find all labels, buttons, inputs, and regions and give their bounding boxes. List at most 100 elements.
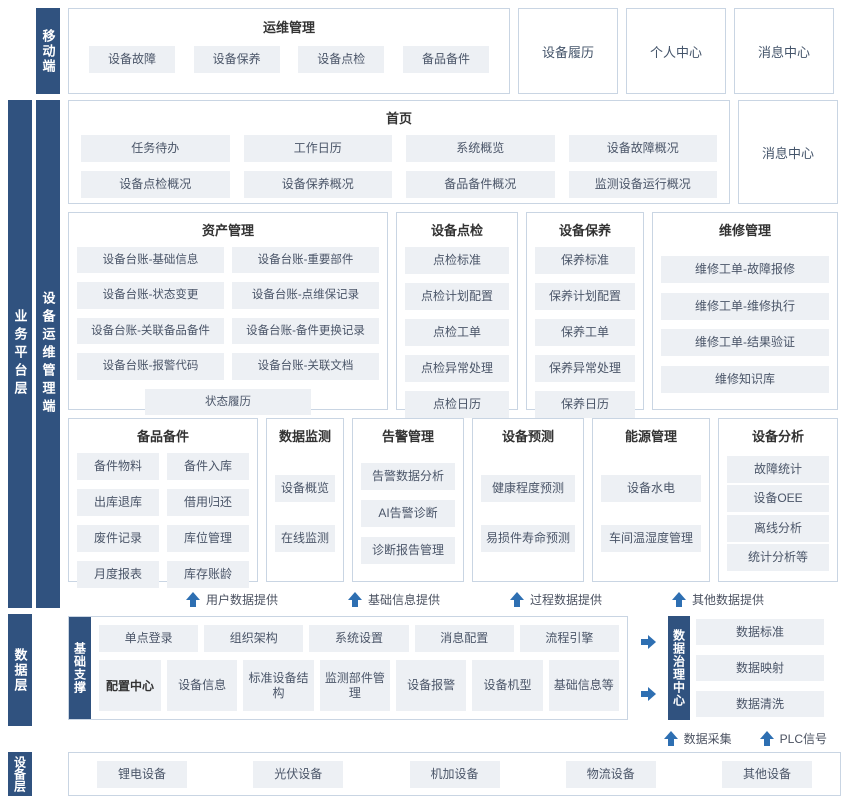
module-item: 设备保养 <box>193 46 280 73</box>
module-item: 月度报表 <box>77 561 159 588</box>
flow-label: PLC信号 <box>779 731 827 746</box>
module-item: 设备保养概况 <box>243 171 392 198</box>
module-item: 设备台账-状态变更 <box>77 282 224 309</box>
section-data-governance: 数据治理中心 数据标准数据映射数据清洗 <box>668 616 824 720</box>
mobile-standalone-boxes: 设备履历个人中心消息中心 <box>518 8 834 94</box>
flow-plc-signal: PLC信号 <box>759 730 827 747</box>
section-title: 能源管理 <box>624 429 677 444</box>
module-item: 在线监测 <box>275 524 335 552</box>
module-item: 设备台账-报警代码 <box>77 353 224 380</box>
data-band: 数据层 基础支撑 单点登录组织架构系统设置消息配置流程引擎 配置中心 设备信息标… <box>8 614 841 726</box>
module-item: 保养标准 <box>535 247 635 274</box>
module-item: 任务待办 <box>81 135 230 162</box>
mobile-band: 移动端 运维管理 设备故障设备保养设备点检备品备件 设备履历个人中心消息中心 <box>8 8 841 94</box>
module-item: 维修工单-维修执行 <box>661 292 829 320</box>
module-item: 维修工单-结果验证 <box>661 329 829 357</box>
governance-label: 数据治理中心 <box>668 616 690 720</box>
layer-label-data: 数据层 <box>8 614 32 726</box>
module-item: 设备台账-备件更换记录 <box>232 317 379 345</box>
section-title: 设备点检 <box>430 223 483 238</box>
standalone-box: 设备履历 <box>518 8 618 94</box>
module-item: AI告警诊断 <box>361 500 455 527</box>
flow-user-data: 用户数据提供 <box>186 591 278 608</box>
module-item: 点检计划配置 <box>405 283 509 310</box>
module-item: 基础信息等 <box>548 660 619 711</box>
inspection-items: 点检标准点检计划配置点检工单点检异常处理点检日历 <box>405 247 509 418</box>
device-items: 锂电设备光伏设备机加设备物流设备其他设备 <box>68 752 841 796</box>
section-title: 数据监测 <box>278 429 331 444</box>
flow-label: 用户数据提供 <box>206 592 279 607</box>
up-arrow-icon <box>759 730 774 746</box>
section-title: 维修管理 <box>718 223 771 238</box>
right-arrow-icon <box>640 687 656 701</box>
module-item: 设备台账-点维保记录 <box>232 282 379 309</box>
monitoring-items: 设备概览在线监测 <box>275 453 335 574</box>
module-item: 机加设备 <box>409 760 500 788</box>
module-item: 设备水电 <box>601 475 701 503</box>
module-item: 锂电设备 <box>97 760 187 788</box>
section-data-monitoring: 数据监测 设备概览在线监测 <box>266 418 344 582</box>
module-item: 备品备件 <box>402 46 489 73</box>
module-item: 单点登录 <box>99 625 199 652</box>
up-arrow-icon <box>663 730 678 746</box>
module-item: 易损件寿命预测 <box>481 524 575 552</box>
module-item: 设备台账-基础信息 <box>77 247 224 274</box>
section-asset-management: 资产管理 设备台账-基础信息设备台账-重要部件设备台账-状态变更设备台账-点维保… <box>68 212 388 415</box>
module-item: 点检异常处理 <box>405 355 509 382</box>
module-item: 工作日历 <box>243 135 392 162</box>
module-item: 保养日历 <box>535 391 635 418</box>
module-item: 点检标准 <box>405 247 509 274</box>
module-item: 废件记录 <box>77 525 159 552</box>
mobile-content: 运维管理 设备故障设备保养设备点检备品备件 设备履历个人中心消息中心 <box>68 8 838 94</box>
module-item: 设备概览 <box>275 475 335 503</box>
section-title: 资产管理 <box>201 223 254 238</box>
module-item: 消息配置 <box>414 625 514 652</box>
module-item: 备件物料 <box>77 453 159 480</box>
flow-label: 其他数据提供 <box>692 592 765 607</box>
section-repair-management: 维修管理 维修工单-故障报修维修工单-维修执行维修工单-结果验证维修知识库 <box>652 212 838 410</box>
module-item: 统计分析等 <box>727 544 829 572</box>
layer-label-mobile: 移动端 <box>36 8 60 94</box>
section-title: 设备预测 <box>501 429 554 444</box>
section-energy-management: 能源管理 设备水电车间温湿度管理 <box>592 418 710 582</box>
analysis-row: 备品备件 备件物料备件入库出库退库借用归还废件记录库位管理月度报表库存账龄 数据… <box>68 418 838 588</box>
module-item: 库存账龄 <box>167 561 249 588</box>
module-item: 数据映射 <box>696 655 824 681</box>
module-item: 设备报警 <box>395 660 467 711</box>
section-title: 运维管理 <box>262 20 315 35</box>
layer-label-ops-client: 设备运维管理端 <box>36 100 60 608</box>
module-item: 数据清洗 <box>696 691 824 717</box>
base-support-items: 单点登录组织架构系统设置消息配置流程引擎 配置中心 设备信息标准设备结构监测部件… <box>91 617 627 719</box>
module-item: 设备点检概况 <box>81 171 230 198</box>
section-prediction: 设备预测 健康程度预测易损件寿命预测 <box>472 418 584 582</box>
section-title: 首页 <box>385 111 412 126</box>
flow-label: 过程数据提供 <box>530 592 603 607</box>
message-center-box: 消息中心 <box>738 100 838 204</box>
section-title: 备品备件 <box>136 429 189 444</box>
flow-label: 基础信息提供 <box>368 592 441 607</box>
spare-items: 备件物料备件入库出库退库借用归还废件记录库位管理月度报表库存账龄 <box>77 453 249 588</box>
flow-other-data: 其他数据提供 <box>672 591 764 608</box>
module-item: 车间温湿度管理 <box>601 524 701 552</box>
module-item: 库位管理 <box>167 525 249 552</box>
module-item: 维修知识库 <box>661 365 829 393</box>
module-item: 出库退库 <box>77 489 159 516</box>
prediction-items: 健康程度预测易损件寿命预测 <box>481 453 575 574</box>
data-content: 基础支撑 单点登录组织架构系统设置消息配置流程引擎 配置中心 设备信息标准设备结… <box>68 614 838 726</box>
layer-label-business: 业务平台层 <box>8 100 32 608</box>
ops-items: 设备故障设备保养设备点检备品备件 <box>89 46 489 73</box>
module-item: 离线分析 <box>727 514 829 542</box>
module-item: 设备机型 <box>472 660 543 711</box>
section-home: 首页 任务待办工作日历系统概览设备故障概况设备点检概况设备保养概况备品备件概况监… <box>68 100 730 204</box>
module-item: 系统设置 <box>309 625 409 652</box>
home-items: 任务待办工作日历系统概览设备故障概况设备点检概况设备保养概况备品备件概况监测设备… <box>81 135 717 198</box>
module-item: 借用归还 <box>167 489 249 516</box>
section-title: 设备分析 <box>751 429 804 444</box>
module-item: 组织架构 <box>204 625 304 652</box>
up-arrow-icon <box>672 591 687 607</box>
module-item: 数据标准 <box>696 619 824 645</box>
up-arrow-icon <box>510 591 525 607</box>
flow-base-info: 基础信息提供 <box>348 591 440 608</box>
